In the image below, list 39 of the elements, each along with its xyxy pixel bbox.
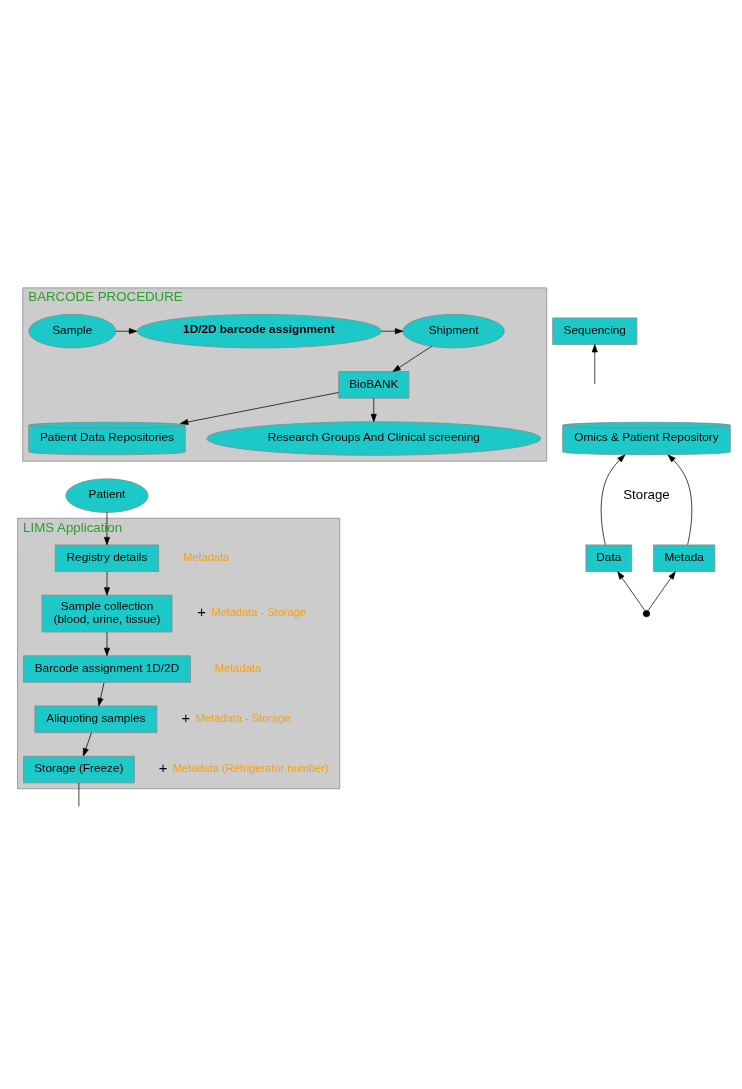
arrow [180, 392, 339, 425]
node-ellipse: Sample [28, 314, 117, 349]
node-label: + [158, 760, 168, 777]
node-box: Metada [653, 544, 716, 572]
arrow [617, 571, 646, 611]
node-ellipse: 1D/2D barcode assignment [136, 314, 382, 349]
arrow [104, 571, 110, 596]
arrow [97, 682, 105, 707]
node-ellipse: Research Groups And Clinical screening [206, 421, 542, 456]
node-label: Metadata - Storage [211, 606, 307, 619]
arrow [104, 631, 110, 656]
arrow [104, 512, 110, 546]
node-label: Metadata - Storage [195, 711, 291, 724]
node-ellipse: Patient [65, 478, 149, 513]
arrow [591, 344, 598, 385]
node-box: Sequencing [552, 317, 638, 345]
arrow [647, 571, 676, 611]
node-box: Storage (Freeze) [23, 755, 135, 784]
node-box: Sample collection (blood, urine, tissue) [41, 594, 173, 633]
arrow [392, 345, 432, 372]
node-label: + [197, 604, 206, 621]
node-box: Aliquoting samples [34, 705, 158, 733]
node-label: Metadata [183, 551, 230, 564]
arrow [370, 397, 377, 423]
node-box: Registry details [54, 544, 160, 572]
node-dot [642, 610, 651, 618]
arrow [83, 732, 92, 757]
node-label: + [181, 710, 191, 726]
arrow [381, 328, 404, 335]
arrow [600, 454, 626, 545]
node-label: Metadata (Refrigerator number) [172, 762, 329, 775]
node-ellipse: Shipment [402, 314, 505, 349]
node-box: Data [585, 544, 633, 572]
node-box: Barcode assignment 1D/2D [23, 655, 191, 683]
label: Storage [623, 486, 670, 502]
node-box: BioBANK [338, 371, 410, 399]
arrow [115, 328, 138, 335]
node-label: Metadata [214, 662, 262, 674]
arrow [667, 454, 693, 545]
